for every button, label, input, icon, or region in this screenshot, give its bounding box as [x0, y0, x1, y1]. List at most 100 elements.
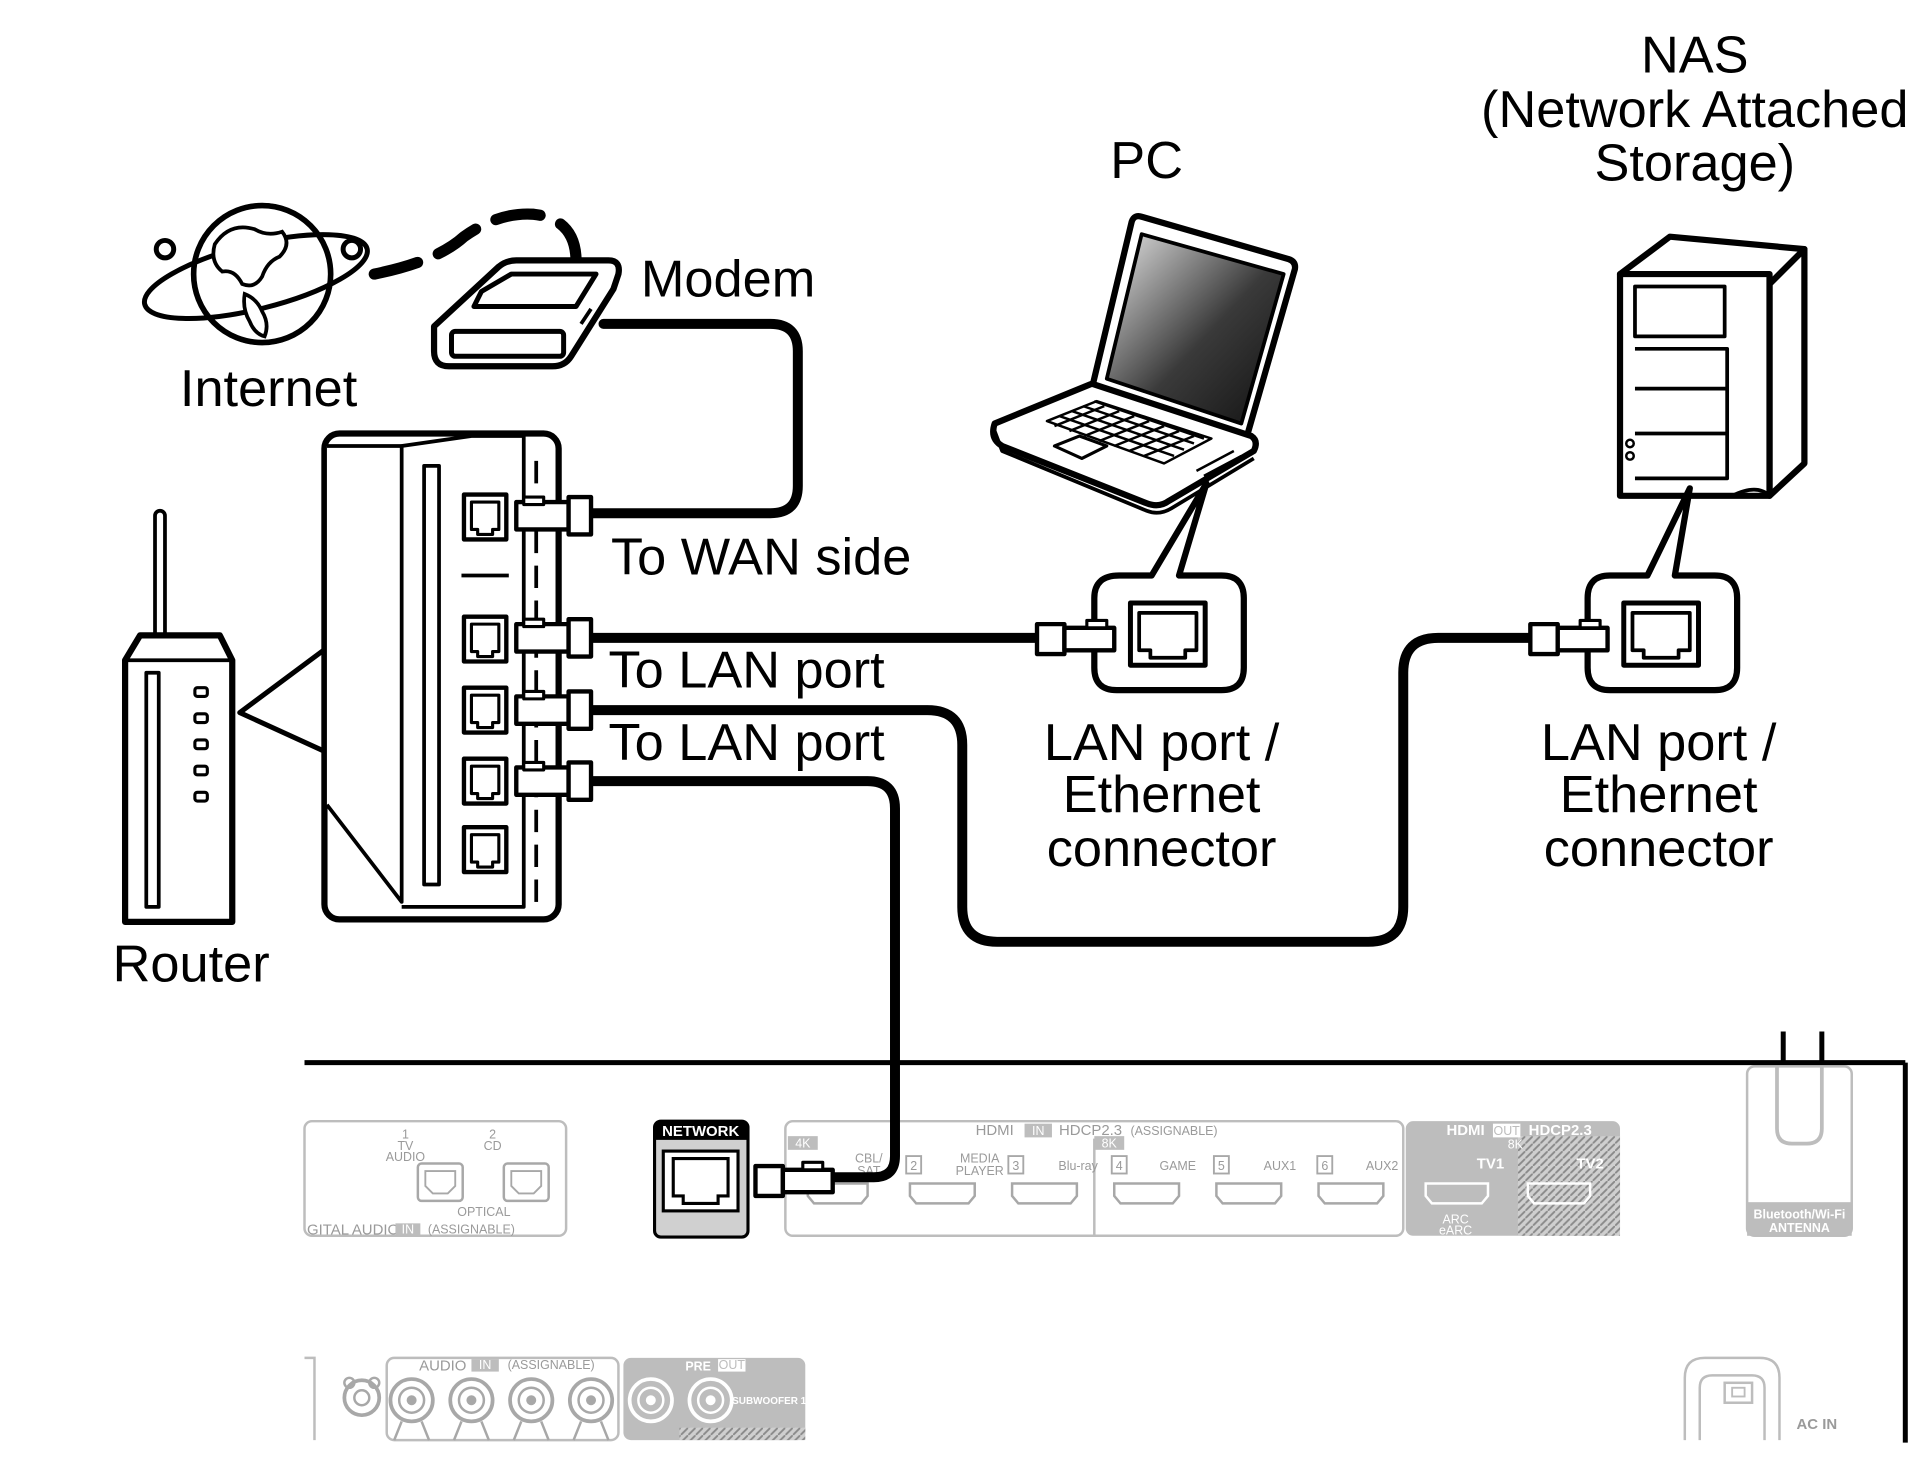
internet-label: Internet [180, 360, 358, 418]
svg-text:eARC: eARC [1439, 1224, 1472, 1238]
ethernet-plug [1034, 618, 1117, 657]
svg-text:ARC: ARC [1442, 1212, 1468, 1226]
svg-text:IN: IN [1032, 1124, 1044, 1138]
modem-label: Modem [641, 250, 815, 308]
router-ports-detail [321, 430, 594, 923]
svg-text:TV1: TV1 [1477, 1156, 1504, 1173]
router-lan-port-3 [461, 756, 509, 806]
svg-text:MEDIA: MEDIA [960, 1151, 1000, 1165]
svg-text:SUBWOOFER 1: SUBWOOFER 1 [732, 1396, 807, 1407]
svg-text:TV: TV [397, 1139, 414, 1153]
nas-lan-port [1621, 600, 1701, 668]
nas-label: Storage) [1594, 135, 1795, 193]
svg-text:AUDIO: AUDIO [419, 1357, 466, 1374]
modem-icon [430, 257, 622, 370]
svg-text:TV2: TV2 [1576, 1156, 1603, 1173]
svg-text:CD: CD [484, 1139, 502, 1153]
svg-text:1: 1 [402, 1128, 409, 1142]
svg-text:HDCP2.3: HDCP2.3 [1529, 1122, 1592, 1139]
pc-lan-port-label: connector [1047, 820, 1277, 878]
pc-lan-port-label: LAN port / [1044, 714, 1280, 772]
receiver-network-port: NETWORK [653, 1119, 750, 1239]
to-lan-port-label: To LAN port [608, 642, 885, 700]
router-label: Router [113, 936, 270, 994]
pc-laptop-icon [990, 213, 1299, 515]
svg-text:NETWORK: NETWORK [662, 1123, 739, 1140]
svg-text:2: 2 [910, 1159, 917, 1173]
svg-text:ANTENNA: ANTENNA [1769, 1221, 1830, 1235]
nas-storage-icon [1616, 233, 1808, 499]
cable-router-receiver [581, 776, 900, 1183]
to-lan-port-label: To LAN port [608, 714, 885, 772]
ethernet-plug [514, 689, 594, 731]
svg-text:2: 2 [489, 1128, 496, 1142]
cables [368, 208, 1543, 1183]
nas-lan-port-label: Ethernet [1560, 766, 1758, 824]
svg-text:PLAYER: PLAYER [956, 1164, 1004, 1178]
internet-globe-icon [141, 202, 370, 346]
pc-lan-port [1127, 600, 1208, 668]
svg-text:8K: 8K [1508, 1138, 1524, 1152]
svg-text:AUX2: AUX2 [1366, 1159, 1399, 1173]
nas-lan-port-callout [1528, 485, 1741, 694]
svg-text:PRE: PRE [685, 1359, 711, 1373]
nas-label: (Network Attached [1481, 81, 1908, 139]
svg-text:4K: 4K [795, 1136, 811, 1150]
to-wan-side-label: To WAN side [611, 528, 911, 586]
svg-text:Blu-ray: Blu-ray [1058, 1159, 1098, 1173]
nas-lan-port-label: LAN port / [1541, 714, 1777, 772]
router-detail-callout [237, 645, 329, 755]
ethernet-plug [514, 494, 594, 537]
svg-text:HDMI: HDMI [1446, 1122, 1484, 1139]
hdmi-output-group: HDMI OUT HDCP2.3 8K TV1 TV2 ARC eARC [1405, 1121, 1621, 1238]
bluetooth-wifi-antenna: Bluetooth/Wi-Fi ANTENNA [1745, 1065, 1853, 1238]
pc-lan-port-label: Ethernet [1063, 766, 1261, 824]
svg-text:(ASSIGNABLE): (ASSIGNABLE) [428, 1222, 515, 1236]
svg-text:HDCP2.3: HDCP2.3 [1059, 1122, 1122, 1139]
dashed-line-internet-modem [368, 208, 582, 280]
svg-text:8K: 8K [1102, 1136, 1118, 1150]
svg-text:(ASSIGNABLE): (ASSIGNABLE) [508, 1358, 595, 1372]
pc-lan-port-callout [1034, 480, 1247, 694]
ethernet-plug [1528, 618, 1610, 657]
audio-input-group: AUDIO IN (ASSIGNABLE) [304, 1356, 620, 1442]
svg-text:Bluetooth/Wi-Fi: Bluetooth/Wi-Fi [1754, 1207, 1846, 1221]
pre-out-group: PRE OUT SUBWOOFER 1 [623, 1357, 807, 1441]
router-lan-port-1 [461, 614, 509, 664]
cable-router-nas [581, 632, 1543, 947]
svg-text:AUDIO: AUDIO [386, 1150, 426, 1164]
router-icon [121, 508, 236, 925]
svg-text:(ASSIGNABLE): (ASSIGNABLE) [1130, 1124, 1217, 1138]
receiver-rear-panel: 1 TV AUDIO 2 CD OPTICAL GITAL AUDIO IN (… [303, 1031, 1908, 1443]
svg-text:GAME: GAME [1159, 1159, 1196, 1173]
router-lan-port-4 [461, 825, 509, 875]
optical-input-group: 1 TV AUDIO 2 CD OPTICAL GITAL AUDIO IN (… [303, 1119, 568, 1239]
pc-label: PC [1110, 132, 1183, 190]
ethernet-plug [753, 1160, 835, 1199]
ac-in-socket: AC IN [1683, 1356, 1837, 1441]
nas-lan-port-label: connector [1544, 820, 1774, 878]
svg-text:6: 6 [1321, 1159, 1328, 1173]
optical-port-tv-audio [416, 1162, 464, 1203]
ethernet-plug [514, 616, 594, 659]
svg-text:OUT: OUT [719, 1358, 746, 1372]
svg-text:3: 3 [1012, 1159, 1019, 1173]
svg-text:GITAL AUDIO: GITAL AUDIO [307, 1222, 399, 1239]
router-lan-port-2 [461, 685, 509, 735]
nas-label: NAS [1641, 26, 1749, 84]
svg-text:OPTICAL: OPTICAL [457, 1205, 510, 1219]
svg-text:AUX1: AUX1 [1264, 1159, 1297, 1173]
optical-port-cd [502, 1162, 550, 1203]
svg-text:4: 4 [1116, 1159, 1123, 1173]
cable-modem-wan [581, 318, 803, 519]
svg-text:IN: IN [402, 1222, 414, 1236]
svg-text:CBL/: CBL/ [855, 1151, 883, 1165]
hdmi-input-group: HDMI IN HDCP2.3 (ASSIGNABLE) 4K 8K CBL/ … [784, 1119, 1405, 1238]
svg-text:HDMI: HDMI [976, 1122, 1014, 1139]
svg-text:5: 5 [1218, 1159, 1225, 1173]
svg-text:IN: IN [479, 1358, 491, 1372]
svg-text:OUT: OUT [1494, 1124, 1521, 1138]
ethernet-plug [514, 760, 594, 802]
router-wan-port [461, 492, 509, 542]
